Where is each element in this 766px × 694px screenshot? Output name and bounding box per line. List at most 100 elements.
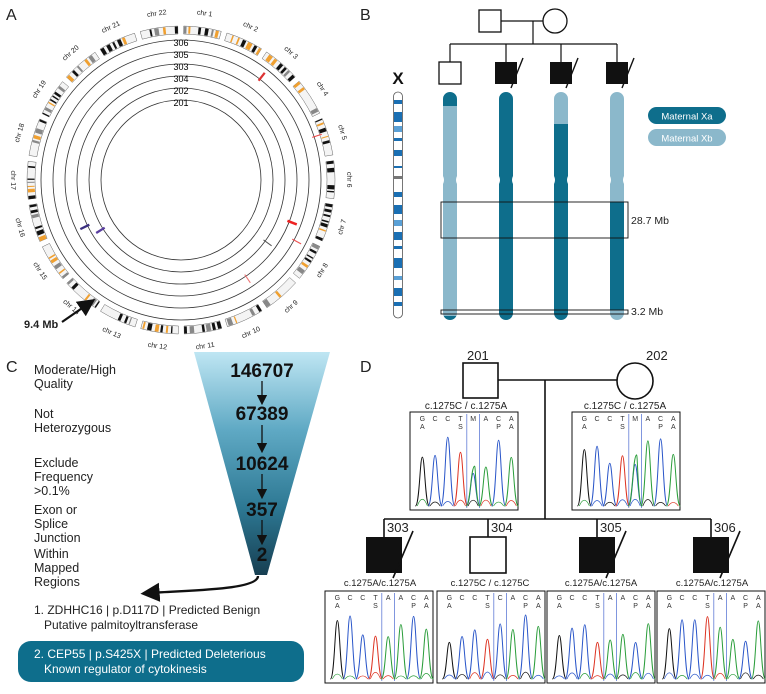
son-affected <box>495 62 517 84</box>
trace-noise <box>469 672 481 680</box>
chromosome-band <box>327 185 335 190</box>
legend-xa-label: Maternal Xa <box>661 112 713 123</box>
chromosome-band <box>94 301 100 308</box>
homozygosity-marker <box>312 133 322 138</box>
chromosome-band <box>67 278 74 285</box>
child-304-unaffected <box>469 536 507 574</box>
mother-202 <box>616 362 654 400</box>
base-call: C <box>570 595 575 602</box>
amino-acid: A <box>420 424 425 431</box>
trace-peak <box>518 614 534 680</box>
chromosome-band <box>30 209 38 214</box>
trace-peak <box>661 628 677 680</box>
base-call: C <box>692 595 697 602</box>
trace-noise <box>532 674 544 680</box>
chromosome-band <box>146 322 153 331</box>
base-call: T <box>620 416 625 423</box>
trace-peak <box>329 619 345 680</box>
x-chromosome-label: X <box>392 69 404 88</box>
trace-peak <box>577 624 593 680</box>
genotype-304: c.1275C / c.1275C <box>451 578 530 589</box>
base-call: G <box>447 595 452 602</box>
chromosome-label: chr 22 <box>147 9 167 19</box>
chromosome-band <box>27 188 35 193</box>
chromosome-band <box>201 324 206 332</box>
id-305: 305 <box>600 520 622 535</box>
trace-peak <box>589 445 605 507</box>
trace-noise <box>740 672 751 680</box>
haplotype-segment <box>443 316 457 320</box>
chromosome-band <box>326 160 334 165</box>
trace-peak <box>725 638 741 680</box>
chromosome-label: chr 21 <box>101 20 122 35</box>
base-call: C <box>658 416 663 423</box>
deceased-slash <box>719 530 741 579</box>
trace-noise <box>456 674 468 680</box>
chromosome-band <box>315 118 323 123</box>
chromosome-band <box>84 293 91 301</box>
sample-ring <box>64 63 298 297</box>
trace-peak <box>576 449 592 507</box>
base-call: T <box>458 416 463 423</box>
ideogram-band <box>394 100 402 104</box>
trace-peak <box>750 620 766 680</box>
chromosome-band <box>27 178 35 180</box>
chromosome-band <box>322 140 330 145</box>
chromosome-label: chr 1 <box>196 9 212 18</box>
highlight-result-box <box>18 641 304 682</box>
chromosome-label: chr 2 <box>242 21 259 34</box>
funnel-counts: 146707 67389 10624 357 2 <box>230 361 293 566</box>
chromosome-band <box>230 35 234 43</box>
trace-peak <box>380 636 396 680</box>
trace-noise <box>408 675 419 680</box>
chromosome-band <box>262 298 271 308</box>
trace-noise <box>442 501 454 507</box>
child-305-affected <box>579 537 615 573</box>
ideogram-band <box>394 288 402 296</box>
ideogram-band <box>394 258 402 268</box>
chromosome-band <box>112 41 118 50</box>
amino-acid: A <box>424 603 429 610</box>
trace-peak <box>564 627 580 680</box>
chromosome-band <box>327 190 335 193</box>
ideogram-band <box>394 150 402 156</box>
trace-noise <box>579 673 591 680</box>
region-label-large: 28.7 Mb <box>631 215 669 227</box>
chromosome-band <box>275 290 282 298</box>
chromosome-band <box>275 63 284 71</box>
trace-peak <box>393 623 409 680</box>
homozygosity-marker <box>244 274 251 284</box>
trace-noise <box>554 675 565 680</box>
id-201: 201 <box>467 348 489 363</box>
ring-label: 306 <box>173 38 188 48</box>
trace-peak <box>479 638 495 680</box>
region-label-small: 3.2 Mb <box>631 306 663 318</box>
son-unaffected <box>438 61 462 85</box>
sanger-pedigree <box>366 362 741 579</box>
marker-label: 9.4 Mb <box>24 319 59 331</box>
amino-acid: S <box>620 424 625 431</box>
base-call: A <box>646 416 651 423</box>
base-call: A <box>424 595 429 602</box>
base-call: A <box>646 595 651 602</box>
base-call: A <box>671 416 676 423</box>
deceased-slash <box>392 530 414 579</box>
base-call: C <box>472 595 477 602</box>
chromosome-band <box>310 107 319 115</box>
ideogram-band <box>394 192 402 197</box>
chromosome-band <box>293 81 301 89</box>
trace-noise <box>629 499 641 507</box>
haplotype-segment <box>499 92 513 320</box>
base-call: T <box>705 595 710 602</box>
mother-symbol <box>542 8 568 34</box>
ideogram-band <box>394 126 402 132</box>
amino-acid: A <box>557 603 562 610</box>
ring-label: 305 <box>173 50 188 60</box>
trace-noise <box>395 675 407 680</box>
haplotype-bar <box>554 92 568 320</box>
legend-xa-swatch <box>648 107 726 124</box>
trace-noise <box>494 674 506 680</box>
